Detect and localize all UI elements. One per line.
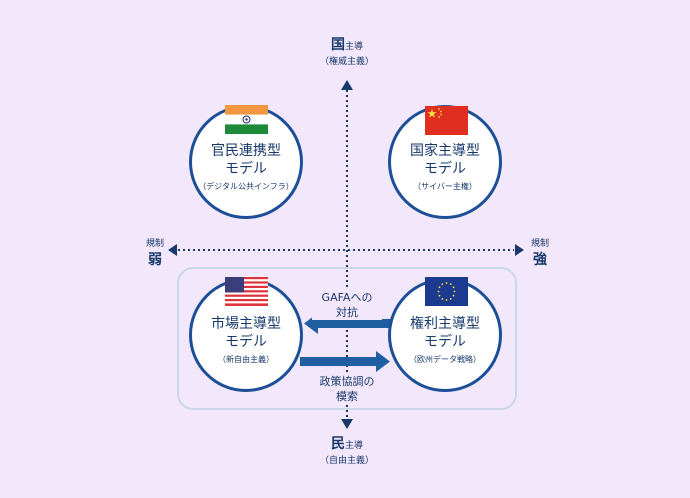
arrow-label-line: 模索 [336, 390, 358, 403]
model-subtitle: モデル [225, 160, 267, 177]
india-flag-icon [225, 105, 268, 134]
arrow-label-line: 対抗 [336, 306, 358, 319]
model-note: （サイバー主権） [413, 181, 477, 191]
axis-arrow-left [168, 244, 177, 256]
axis-right-main: 強 [533, 252, 547, 268]
model-note: （欧州データ戦略） [409, 354, 481, 364]
arrow-us-to-eu [300, 351, 390, 372]
us-eu-group-box [177, 267, 517, 410]
model-title: 国家主導型 [410, 142, 480, 159]
model-title: 市場主導型 [211, 315, 281, 332]
arrow-label-line: 政策協調の [319, 375, 375, 388]
axis-bottom-note: （自由主義） [319, 456, 374, 466]
axis-top-sub: 主導 [344, 42, 363, 52]
axis-top-note: （権威主義） [319, 57, 374, 67]
axis-left-main: 弱 [148, 252, 162, 268]
model-subtitle: モデル [424, 333, 466, 350]
axis-bottom-label: 民主導 （自由主義） [307, 433, 387, 466]
model-note: （新自由主義） [218, 354, 274, 364]
eu-flag-icon [425, 277, 468, 306]
axis-right-sub: 規制 [530, 239, 549, 249]
axis-left-label: 規制 弱 [140, 236, 170, 269]
model-title: 官民連携型 [211, 142, 281, 159]
axis-arrow-up [341, 80, 353, 90]
model-india: 官民連携型 モデル （デジタル公共インフラ） [189, 105, 303, 219]
axis-bottom-main: 民 [330, 436, 345, 452]
axis-top-label: 国主導 （権威主義） [307, 34, 387, 67]
arrow-label-eu-to-us: GAFAへの 対抗 [312, 290, 382, 320]
axis-arrow-down [341, 419, 353, 429]
china-flag-icon [425, 106, 468, 135]
axis-left-sub: 規制 [145, 239, 164, 249]
axis-top-main: 国 [330, 37, 345, 53]
model-subtitle: モデル [424, 160, 466, 177]
arrow-label-us-to-eu: 政策協調の 模索 [312, 374, 382, 404]
model-subtitle: モデル [225, 333, 267, 350]
arrow-label-line: GAFAへの [321, 291, 373, 304]
model-note: （デジタル公共インフラ） [198, 181, 294, 191]
model-title: 権利主導型 [410, 315, 480, 332]
axis-arrow-right [515, 244, 524, 256]
axis-right-label: 規制 強 [525, 236, 555, 269]
usa-flag-icon [225, 277, 268, 306]
axis-bottom-sub: 主導 [344, 441, 363, 451]
